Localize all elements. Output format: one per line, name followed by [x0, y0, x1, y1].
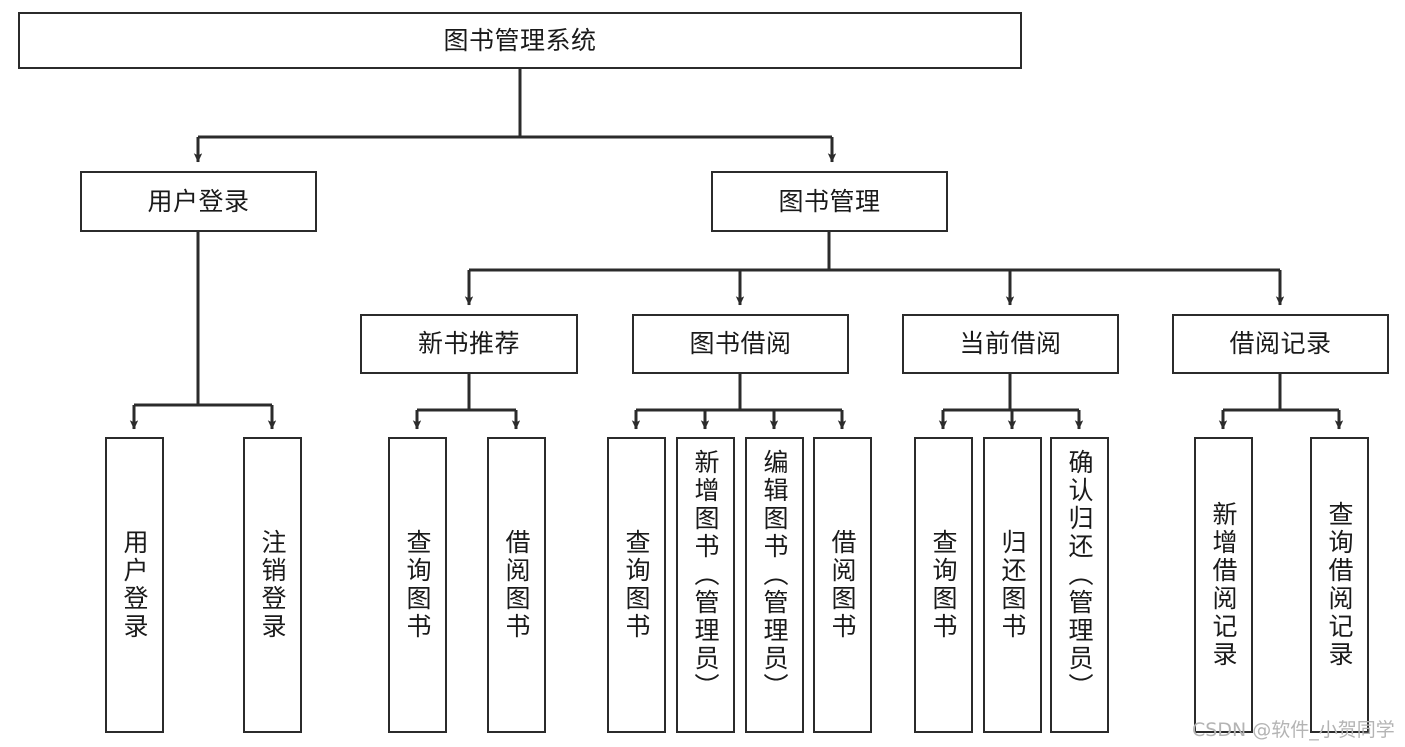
node-leaf-logout-label: 注销登录	[258, 529, 287, 641]
node-borrow-record[interactable]: 借阅记录	[1172, 314, 1389, 374]
node-leaf-add-record[interactable]: 新增借阅记录	[1194, 437, 1253, 733]
node-new-book-recommend-label: 新书推荐	[417, 329, 520, 358]
node-leaf-borrow-book-2-label: 借阅图书	[828, 529, 857, 641]
node-leaf-borrow-book-2[interactable]: 借阅图书	[813, 437, 872, 733]
node-leaf-query-record[interactable]: 查询借阅记录	[1310, 437, 1369, 733]
node-leaf-query-book-2-label: 查询图书	[622, 529, 651, 641]
node-leaf-return-book[interactable]: 归还图书	[983, 437, 1042, 733]
node-leaf-query-book-2[interactable]: 查询图书	[607, 437, 666, 733]
node-borrow-record-label: 借阅记录	[1229, 329, 1332, 358]
node-leaf-edit-book-label: 编辑图书（管理员）	[760, 449, 789, 701]
node-leaf-query-record-label: 查询借阅记录	[1325, 501, 1354, 669]
node-leaf-confirm-return[interactable]: 确认归还（管理员）	[1050, 437, 1109, 733]
node-current-borrow[interactable]: 当前借阅	[902, 314, 1119, 374]
node-leaf-add-book[interactable]: 新增图书（管理员）	[676, 437, 735, 733]
node-leaf-query-book-3[interactable]: 查询图书	[914, 437, 973, 733]
node-user-login[interactable]: 用户登录	[80, 171, 317, 232]
node-book-manage-label: 图书管理	[778, 186, 881, 216]
node-leaf-borrow-book-1-label: 借阅图书	[502, 529, 531, 641]
node-leaf-edit-book[interactable]: 编辑图书（管理员）	[745, 437, 804, 733]
node-new-book-recommend[interactable]: 新书推荐	[360, 314, 578, 374]
node-leaf-user-login-label: 用户登录	[120, 529, 149, 641]
node-leaf-confirm-return-label: 确认归还（管理员）	[1065, 449, 1094, 701]
node-leaf-query-book-1-label: 查询图书	[403, 529, 432, 641]
node-book-borrow-label: 图书借阅	[689, 329, 792, 358]
node-book-borrow[interactable]: 图书借阅	[632, 314, 849, 374]
node-leaf-add-record-label: 新增借阅记录	[1209, 501, 1238, 669]
node-book-manage[interactable]: 图书管理	[711, 171, 948, 232]
node-current-borrow-label: 当前借阅	[959, 329, 1062, 358]
node-leaf-logout[interactable]: 注销登录	[243, 437, 302, 733]
node-leaf-query-book-3-label: 查询图书	[929, 529, 958, 641]
node-root-label: 图书管理系统	[443, 25, 597, 55]
node-leaf-user-login[interactable]: 用户登录	[105, 437, 164, 733]
watermark-text: CSDN @软件_小贺同学	[1192, 719, 1395, 741]
node-leaf-return-book-label: 归还图书	[998, 529, 1027, 641]
node-root[interactable]: 图书管理系统	[18, 12, 1022, 69]
node-user-login-label: 用户登录	[147, 186, 250, 216]
node-leaf-add-book-label: 新增图书（管理员）	[691, 449, 720, 701]
node-leaf-query-book-1[interactable]: 查询图书	[388, 437, 447, 733]
node-leaf-borrow-book-1[interactable]: 借阅图书	[487, 437, 546, 733]
